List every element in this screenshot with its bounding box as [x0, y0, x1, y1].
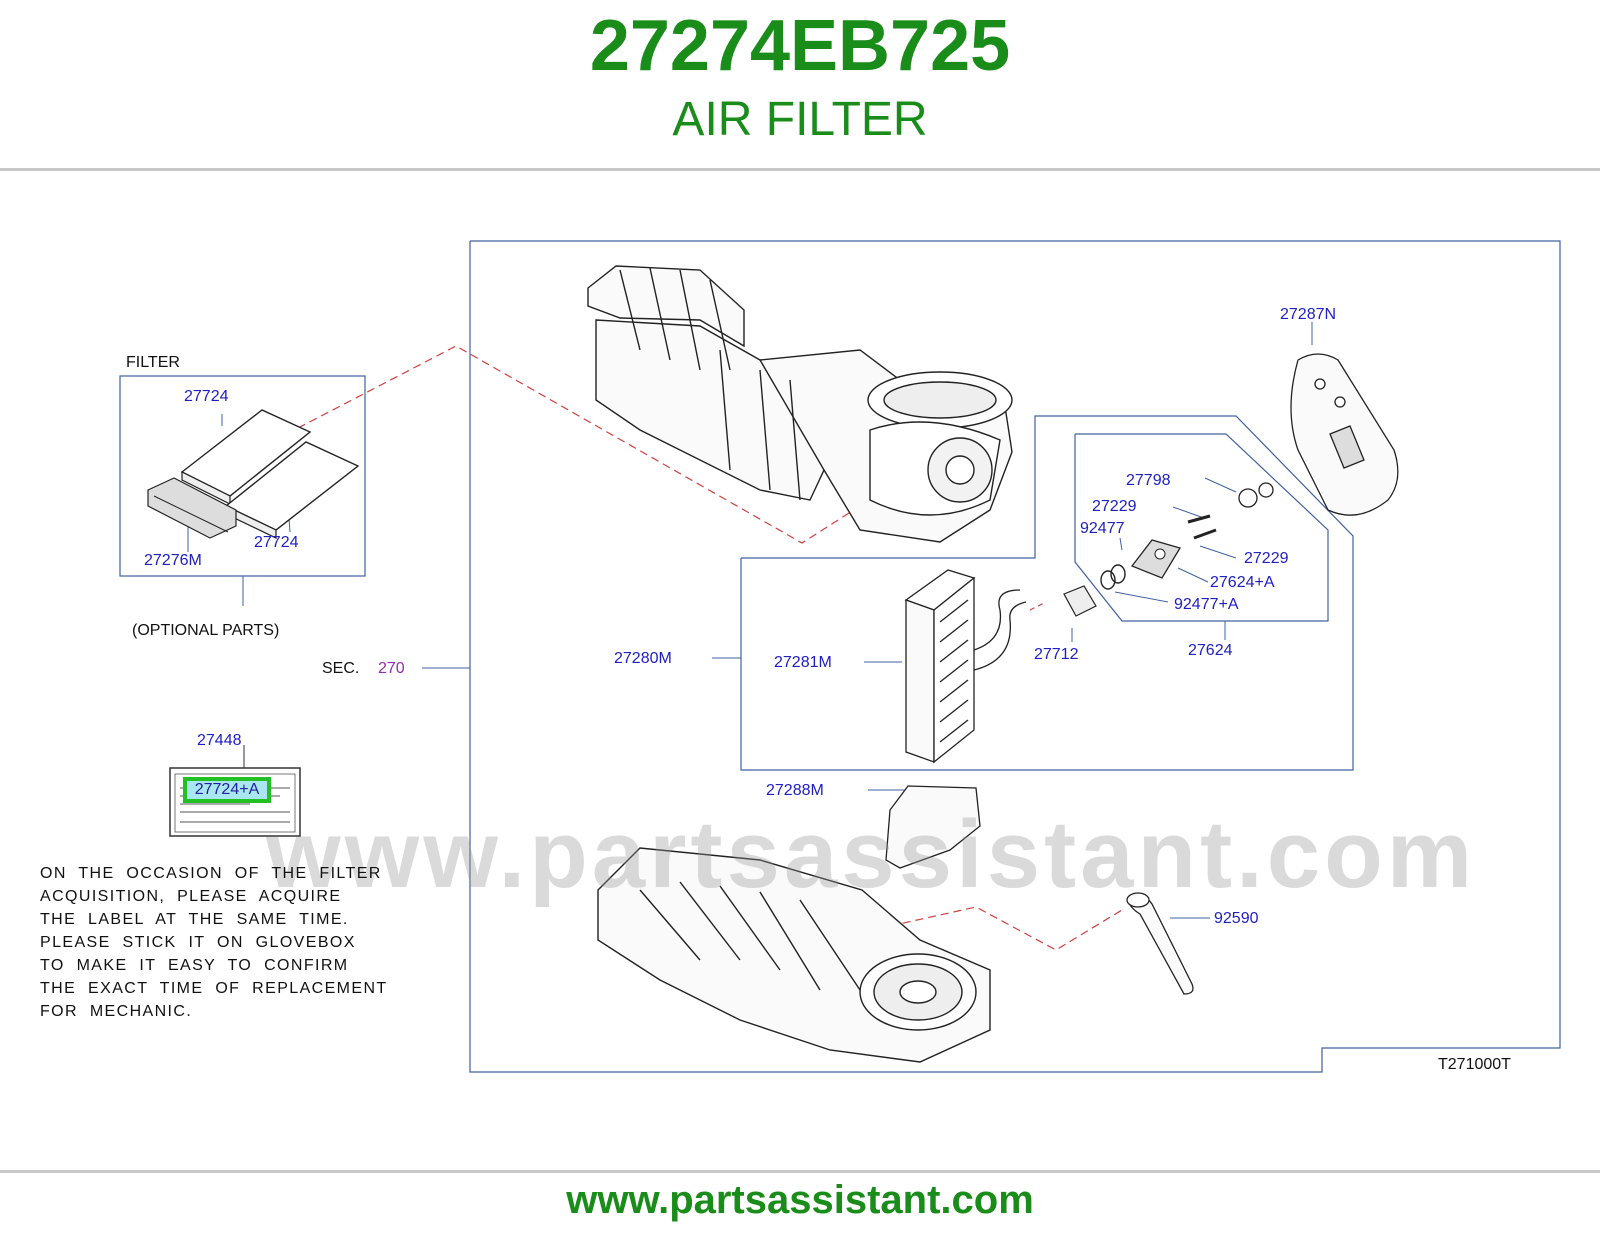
label-filter-holder[interactable]: 27276M — [144, 552, 202, 569]
label-filter-bottom[interactable]: 27724 — [254, 534, 299, 551]
footer-divider — [0, 1170, 1600, 1173]
label-bolt-b[interactable]: 27229 — [1244, 550, 1289, 567]
label-bolt-a[interactable]: 27229 — [1092, 498, 1137, 515]
heater-unit-upper — [587, 265, 1013, 543]
note-line: THE LABEL AT THE SAME TIME. — [40, 911, 349, 928]
bracket-icon — [1063, 585, 1097, 617]
label-lower-cover[interactable]: 27288M — [766, 782, 824, 799]
sec-label: SEC. — [322, 660, 360, 677]
note-line: ON THE OCCASION OF THE FILTER — [40, 865, 382, 882]
label-evap-core[interactable]: 27281M — [774, 654, 832, 671]
expansion-valve-icon — [1130, 539, 1181, 579]
duct-icon — [1127, 895, 1194, 995]
part-number-title: 27274EB725 — [589, 6, 1011, 86]
label-duct[interactable]: 92590 — [1214, 910, 1259, 927]
note-line: ACQUISITION, PLEASE ACQUIRE — [40, 888, 342, 905]
label-filter-top[interactable]: 27724 — [184, 388, 229, 405]
blower-unit-lower — [597, 847, 991, 1063]
footer-website-link[interactable]: www.partsassistant.com — [566, 1178, 1034, 1222]
header-divider — [0, 168, 1600, 171]
note-line: THE EXACT TIME OF REPLACEMENT — [40, 980, 388, 997]
label-oring-b[interactable]: 92477+A — [1174, 596, 1239, 613]
label-valve[interactable]: 27624+A — [1210, 574, 1275, 591]
page-header: 27274EB725 AIR FILTER — [0, 0, 1600, 168]
part-name-subtitle: AIR FILTER — [672, 93, 928, 146]
evaporator-frame — [740, 415, 1354, 771]
label-oring-a[interactable]: 92477 — [1080, 520, 1125, 537]
note-line: FOR MECHANIC. — [40, 1003, 193, 1020]
note-line: PLEASE STICK IT ON GLOVEBOX — [40, 934, 356, 951]
label-bracket[interactable]: 27712 — [1034, 646, 1079, 663]
block-icon — [1238, 488, 1258, 508]
oring-icon — [1100, 570, 1116, 590]
filter-note: ON THE OCCASION OF THE FILTER ACQUISITIO… — [40, 862, 388, 1023]
label-heater-case[interactable]: 27287N — [1280, 306, 1337, 323]
case-cover-icon — [1290, 353, 1399, 516]
highlighted-part-label[interactable]: 27724+A — [194, 781, 260, 798]
optional-parts-text: (OPTIONAL PARTS) — [132, 622, 280, 639]
label-evap-assy[interactable]: 27280M — [614, 650, 672, 667]
filter-title: FILTER — [126, 354, 180, 371]
diagram-code: T271000T — [1438, 1056, 1511, 1073]
sec-number-link[interactable]: 270 — [378, 660, 405, 677]
watermark-text: www.partsassistant.com — [266, 801, 1477, 908]
valve-frame — [1074, 433, 1329, 622]
lower-cover-icon — [885, 785, 981, 869]
label-evap-block[interactable]: 27798 — [1126, 472, 1171, 489]
assembly-frame — [469, 240, 1561, 1073]
note-line: TO MAKE IT EASY TO CONFIRM — [40, 957, 349, 974]
evaporator-core-icon — [904, 569, 1027, 764]
parts-diagram: www.partsassistant.com FILTER 27724 2772… — [0, 170, 1600, 1150]
highlighted-part-box[interactable]: 27724+A — [183, 777, 271, 803]
filter-holder — [147, 477, 237, 539]
label-label-sticker[interactable]: 27448 — [197, 732, 242, 749]
bolt-icon — [1187, 514, 1211, 524]
label-valve-assy[interactable]: 27624 — [1188, 642, 1233, 659]
